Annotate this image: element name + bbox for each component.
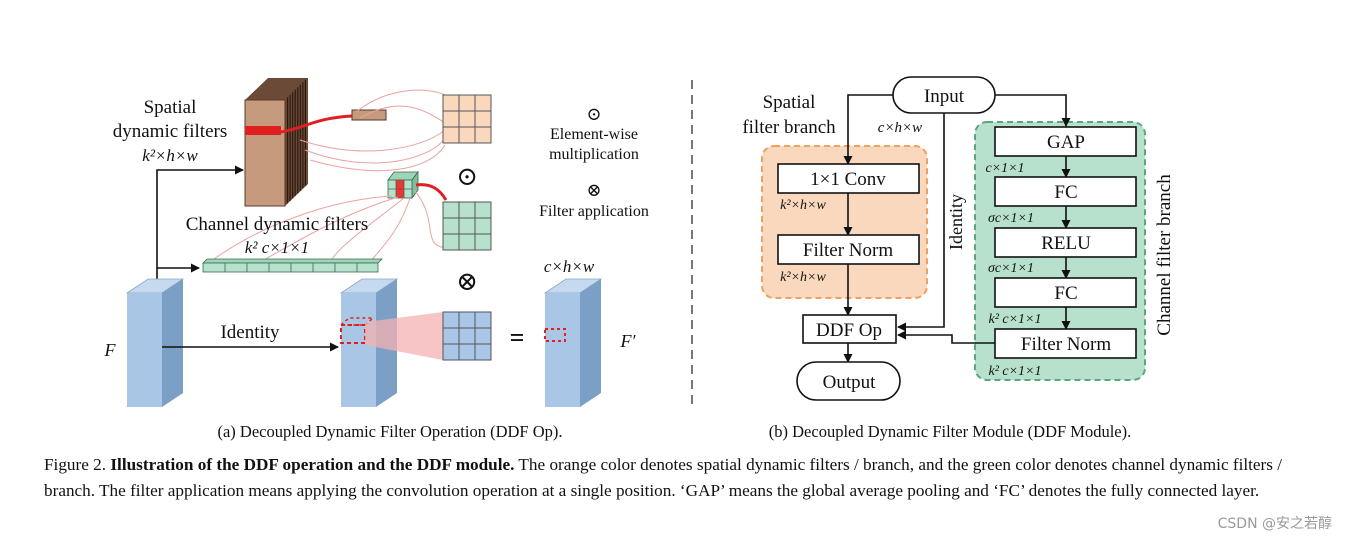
- identity-label-b: Identity: [946, 194, 966, 250]
- gap-dims: c×1×1: [985, 161, 1024, 176]
- ddf-op-label: DDF Op: [816, 320, 882, 341]
- spatial-guide-curves: [299, 89, 446, 172]
- channel-dims: k² c×1×1: [245, 238, 309, 257]
- spatial-filter-stack: [244, 78, 308, 207]
- projection-cone: [365, 312, 443, 360]
- ddf-op-box: [802, 314, 897, 344]
- watermark: CSDN @安之若醇: [1217, 516, 1332, 532]
- input-to-conv: [843, 94, 893, 165]
- channel-title: Channel dynamic filters: [186, 214, 369, 235]
- input-dims: c×h×w: [878, 120, 922, 136]
- caption-prefix: Figure 2.: [44, 455, 111, 474]
- spatial-link-line: [280, 114, 353, 134]
- relu-label: RELU: [1041, 233, 1091, 254]
- channel-cube: [387, 170, 419, 200]
- output-label-f-prime: F′: [620, 331, 637, 351]
- channel-link-line: [415, 183, 448, 201]
- spatial-branch-title-2: filter branch: [742, 117, 836, 138]
- channel-to-ddf: [897, 330, 995, 344]
- arrow-to-spatial: [156, 165, 244, 268]
- relu-dims: σc×1×1: [988, 261, 1034, 276]
- spatial-branch-title-1: Spatial: [763, 92, 816, 113]
- output-node: [796, 361, 901, 401]
- panel-a: Spatial dynamic filters k²×h×w Channel d…: [104, 78, 649, 441]
- fc2-dims: k² c×1×1: [988, 312, 1041, 327]
- output-feature-block: [543, 278, 603, 407]
- spatial-dims: k²×h×w: [142, 146, 198, 165]
- channel-guide-curves: [209, 189, 447, 263]
- filter-norm-spatial-label: Filter Norm: [803, 240, 893, 261]
- conv-dims: k²×h×w: [780, 198, 826, 213]
- spatial-title-1: Spatial: [144, 97, 197, 118]
- filter-norm-channel-label: Filter Norm: [1021, 334, 1111, 355]
- equals-sign: =: [510, 323, 525, 352]
- otimes-operator: ⊗: [456, 267, 478, 296]
- identity-label-a: Identity: [220, 322, 280, 343]
- input-feature-block: [125, 278, 185, 407]
- figure-caption: Figure 2. Illustration of the DDF operat…: [44, 452, 1294, 504]
- channel-filter-rod: [202, 258, 383, 273]
- input-to-gap: [995, 94, 1071, 127]
- fc2-label: FC: [1054, 283, 1077, 304]
- channel-kernel-grid: [442, 201, 492, 251]
- filter-norm-spatial-box: [777, 234, 920, 265]
- odot-operator: ⊙: [456, 162, 478, 191]
- figure-canvas: Spatial dynamic filters k²×h×w Channel d…: [104, 76, 1175, 441]
- relu-box: [994, 227, 1137, 258]
- channel-branch-title: Channel filter branch: [1154, 174, 1175, 336]
- legend-filterapp-symbol: ⊗: [586, 180, 601, 200]
- input-node-label: Input: [924, 86, 965, 107]
- legend-elementwise-2: multiplication: [549, 146, 639, 163]
- caption-bold: Illustration of the DDF operation and th…: [110, 455, 515, 474]
- subcaption-a: (a) Decoupled Dynamic Filter Operation (…: [217, 422, 562, 441]
- panel-b: Input c×h×w Spatial filter branch 1×1 Co…: [742, 76, 1175, 441]
- subcaption-b: (b) Decoupled Dynamic Filter Module (DDF…: [769, 422, 1131, 441]
- fc1-dims: σc×1×1: [988, 211, 1034, 226]
- caption-body: The orange color denotes spatial dynamic…: [44, 455, 1283, 500]
- fc1-label: FC: [1054, 182, 1077, 203]
- conv-box: [777, 163, 920, 194]
- legend-filterapp: Filter application: [539, 203, 649, 220]
- spatial-kernel-grid: [442, 94, 492, 144]
- filter-norm-spatial-dims: k²×h×w: [780, 270, 826, 285]
- legend-elementwise-symbol: ⊙: [586, 104, 601, 124]
- output-node-label: Output: [823, 372, 877, 393]
- spatial-title-2: dynamic filters: [113, 121, 228, 142]
- conv-label: 1×1 Conv: [810, 169, 886, 190]
- output-dims: c×h×w: [544, 257, 595, 276]
- fc1-box: [994, 176, 1137, 207]
- fc2-box: [994, 277, 1137, 308]
- gap-label: GAP: [1047, 132, 1085, 153]
- feature-patch-grid: [442, 311, 492, 361]
- filter-norm-channel-dims: k² c×1×1: [988, 364, 1041, 379]
- spatial-rod: [351, 109, 387, 121]
- identity-path: [897, 113, 945, 332]
- legend-elementwise-1: Element-wise: [550, 126, 638, 143]
- gap-box: [994, 126, 1137, 157]
- input-label-f: F: [104, 340, 117, 360]
